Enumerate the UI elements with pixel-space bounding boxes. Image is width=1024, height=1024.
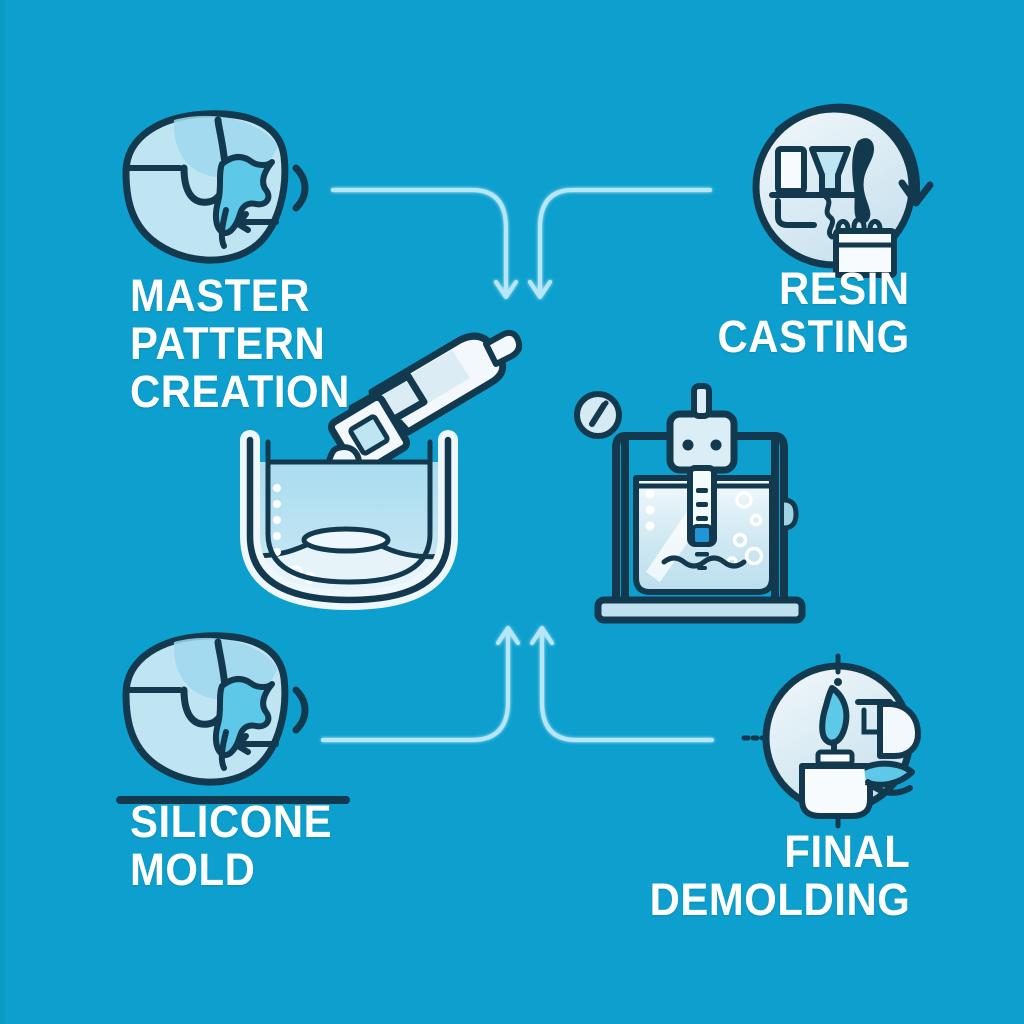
shaft-drip-dots xyxy=(695,552,709,570)
resin-figure xyxy=(852,138,874,224)
machine-side-knob xyxy=(783,497,799,531)
bottle-neck-inner xyxy=(348,414,390,456)
mold-blob-side-paren xyxy=(292,686,309,734)
demold-peel-tail xyxy=(865,779,913,796)
resin-squiggle xyxy=(823,194,836,240)
resin-circle-arrowhead xyxy=(898,179,934,207)
machine-frame-left-post xyxy=(612,432,629,606)
shaft-tip-chip xyxy=(691,524,713,546)
arrowhead-bottom-right xyxy=(529,625,555,646)
shaft-marks xyxy=(696,488,708,521)
resin-steam-3 xyxy=(867,219,883,232)
beaker-inner-wall xyxy=(265,439,433,585)
motor-indicator-left xyxy=(682,439,694,451)
tank-liquid-wave xyxy=(661,555,747,569)
blob-figure xyxy=(212,154,275,236)
blob-drip xyxy=(218,207,229,249)
tank-scale-dots xyxy=(645,489,655,531)
pressure-gauge xyxy=(574,391,622,439)
arrowhead-top-left xyxy=(493,279,519,300)
connector-bottom-right-to-center xyxy=(539,629,715,743)
machine-base xyxy=(594,596,806,624)
demold-dot-top xyxy=(834,678,842,686)
arrowhead-bottom-left xyxy=(495,625,521,646)
resin-circle-arrow xyxy=(774,103,920,201)
bottle-cap xyxy=(483,329,523,367)
demold-peel xyxy=(862,760,915,788)
mold-blob-arrow-head xyxy=(235,733,251,755)
machine-motor-head xyxy=(666,410,738,474)
tank-bubbles xyxy=(726,491,764,568)
label-final-demolding: FINAL DEMOLDING xyxy=(649,826,910,926)
label-resin-casting: RESIN CASTING xyxy=(717,263,910,363)
label-master-pattern-creation: MASTER PATTERN CREATION xyxy=(130,270,350,418)
connector-bottom-left-to-center xyxy=(320,629,511,743)
machine-frame-right-post xyxy=(771,432,788,606)
label-silicone-mold: SILICONE MOLD xyxy=(130,796,333,896)
demold-slab xyxy=(877,701,921,759)
blob-arrow-head xyxy=(235,211,251,233)
machine-top-spout xyxy=(691,383,712,419)
connector-top-left-to-center xyxy=(330,187,509,296)
resin-funnel-shape xyxy=(809,146,851,194)
resin-bucket xyxy=(833,228,897,278)
mold-blob-figure xyxy=(212,676,275,758)
resin-steam-1 xyxy=(835,219,851,232)
mold-blob-drip xyxy=(218,729,229,771)
arrowhead-top-right xyxy=(527,279,553,300)
blob-side-paren xyxy=(292,164,309,212)
connector-top-right-to-center xyxy=(537,187,713,296)
demold-nozzle xyxy=(819,685,850,746)
demold-cup xyxy=(799,763,873,819)
resin-bracket xyxy=(775,198,817,228)
resin-panel-left xyxy=(775,146,807,194)
beaker-outline-stroke xyxy=(246,436,452,604)
demold-bracket-inner xyxy=(861,707,885,735)
beaker-center-disc xyxy=(301,526,391,554)
motor-indicator-right xyxy=(710,439,722,451)
resin-steam-2 xyxy=(851,217,867,230)
